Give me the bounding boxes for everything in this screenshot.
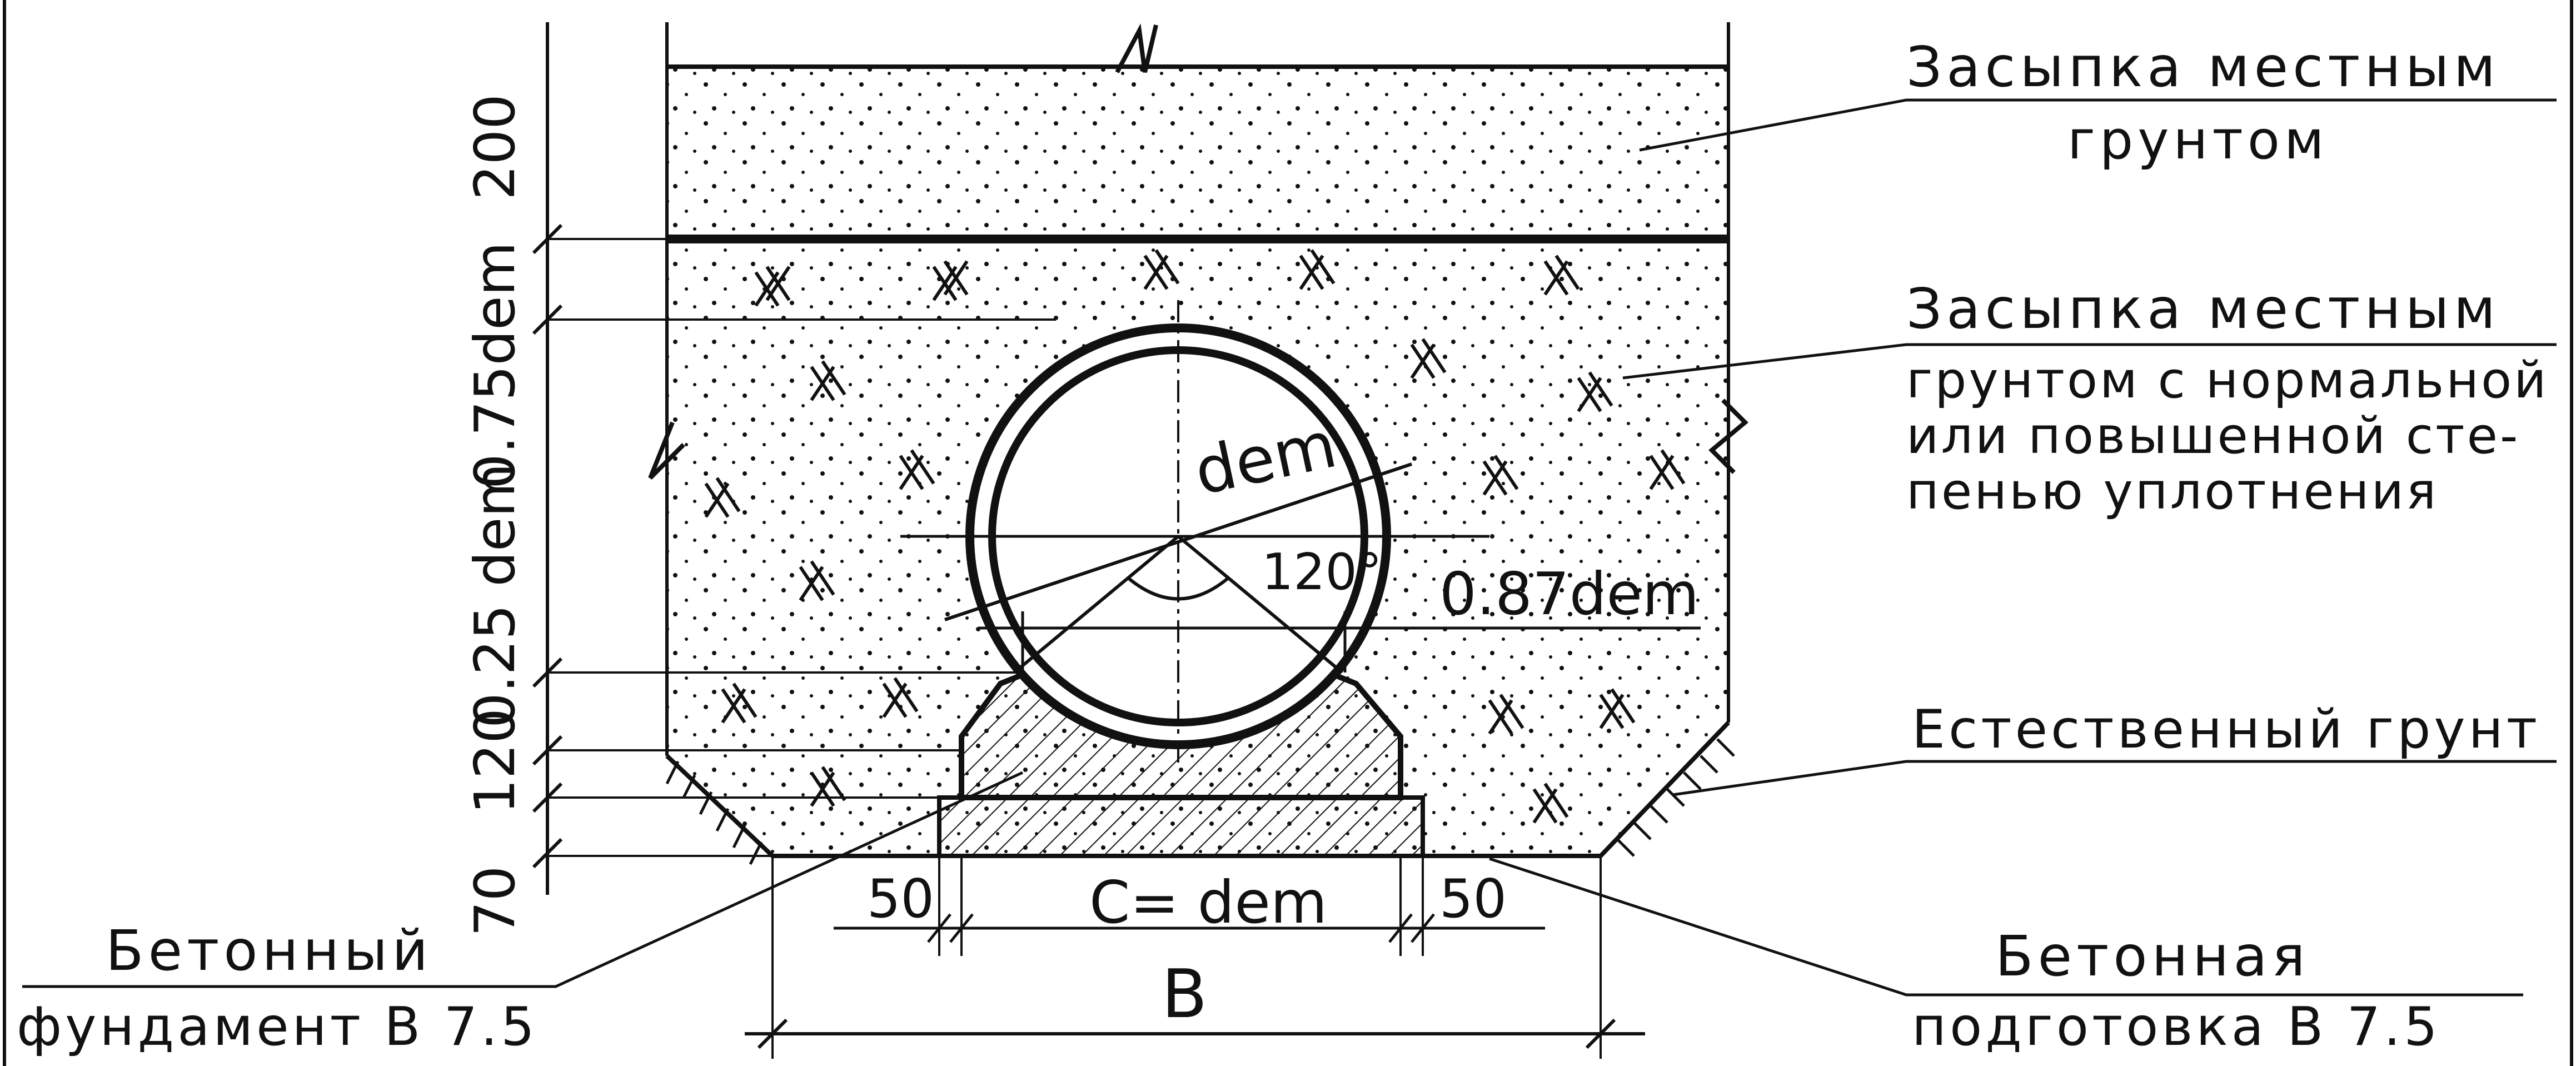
- break-mark-top: [1115, 23, 1158, 73]
- dim-left-50-label: 50: [867, 869, 934, 930]
- bottom-B-tick-left: [757, 1018, 788, 1049]
- break-mark-right: [1708, 398, 1748, 474]
- dim-70-label: 70: [462, 866, 527, 937]
- label-prep-line1: Бетонная: [1995, 924, 2310, 989]
- angle-arc: [1127, 576, 1229, 601]
- diameter-line: [944, 462, 1412, 621]
- label-top-backfill-line2: грунтом: [2067, 110, 2329, 171]
- label-mid-backfill-line2: грунтом с нормальной: [1906, 351, 2549, 410]
- label-prep-line2: подготовка В 7.5: [1912, 997, 2441, 1058]
- dim-025-label: 0.25 dem: [462, 463, 527, 728]
- label-mid-backfill-line1: Засыпка местным: [1906, 276, 2500, 341]
- natural-soil-hatching: [665, 738, 1735, 865]
- angle-label: 120°: [1262, 543, 1382, 601]
- dim-span-label: C= dem: [1089, 869, 1327, 937]
- break-mark-left: [648, 421, 685, 480]
- label-mid-backfill-line4: пенью уплотнения: [1906, 462, 2438, 521]
- label-foundation-line2: фундамент В 7.5: [17, 997, 538, 1058]
- left-extension-lines: [547, 238, 1056, 857]
- dim-B-label: B: [1162, 956, 1207, 1033]
- label-top-backfill-line1: Засыпка местным: [1906, 34, 2500, 99]
- label-foundation-line1: Бетонный: [106, 918, 432, 983]
- dim-075-label: 0.75dem: [462, 242, 527, 489]
- concrete-preparation-slab: [937, 795, 1425, 858]
- bottom-dim-ticks: [927, 913, 1435, 943]
- angle-leg-right: [1177, 535, 1343, 674]
- dim-087-label: 0.87dem: [1439, 560, 1699, 628]
- label-mid-backfill-line3: или повышенной сте-: [1906, 407, 2520, 465]
- soil-texture-marks: [704, 249, 1686, 824]
- dim-200-label: 200: [462, 94, 527, 200]
- top-backfill-area: [667, 67, 1728, 239]
- leader-lines: [22, 98, 2557, 997]
- dim-120-label: 120: [462, 708, 527, 814]
- bottom-B-tick-right: [1585, 1018, 1616, 1049]
- label-natural-soil: Естественный грунт: [1912, 699, 2540, 760]
- dim-right-50-label: 50: [1439, 869, 1507, 930]
- angle-leg-left: [1013, 535, 1179, 674]
